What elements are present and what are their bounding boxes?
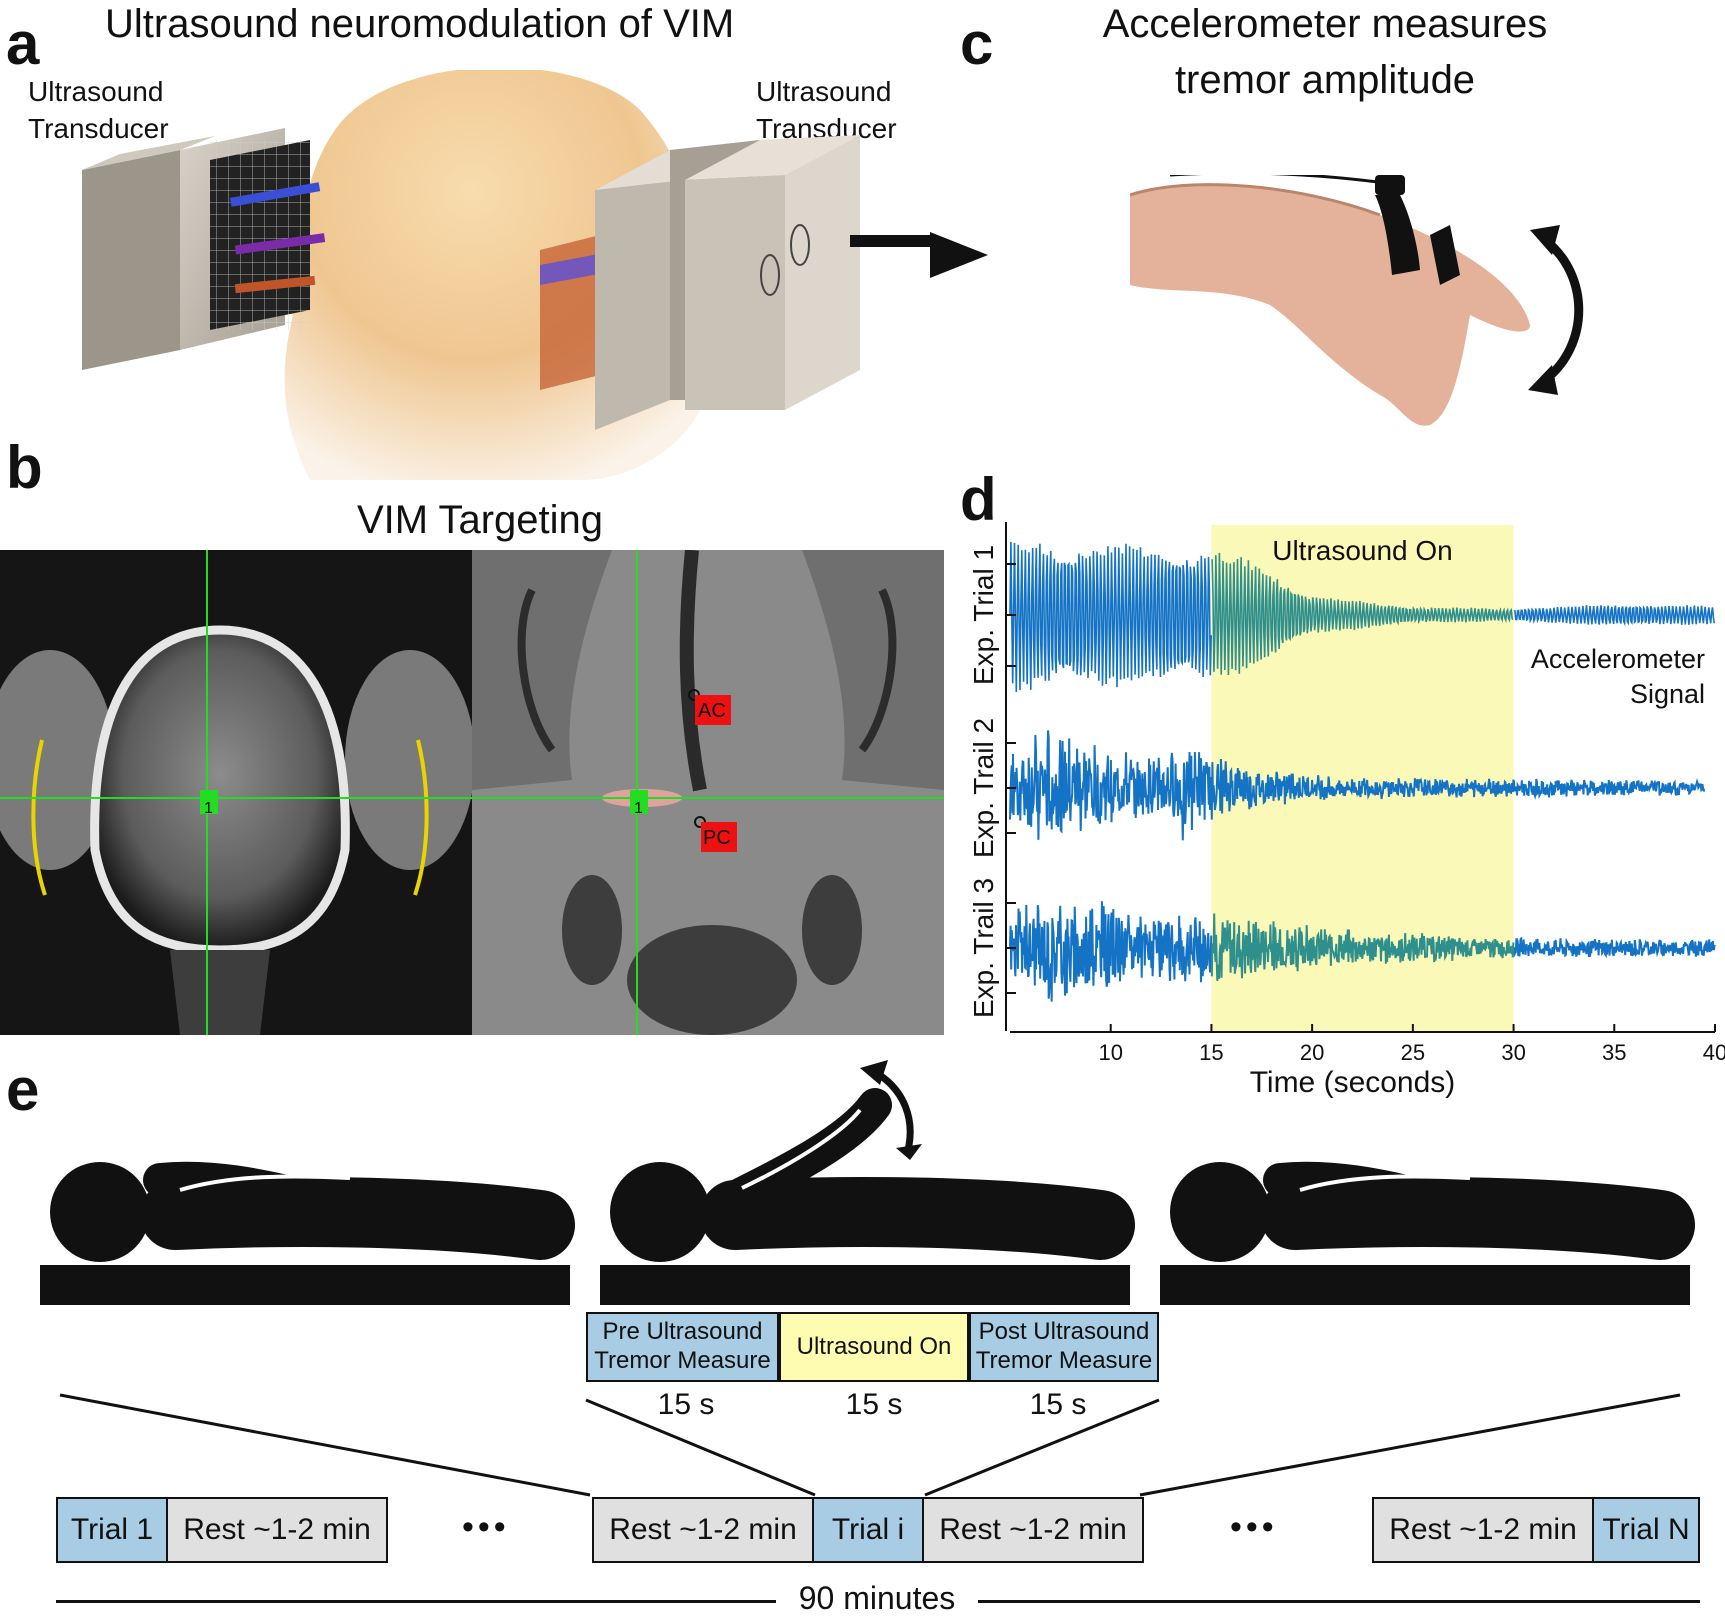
series-3-line-0 [1009,901,1213,1002]
series-3-on-line-0 [1210,913,1515,981]
phase-box-pre: Pre Ultrasound Tremor Measure [586,1312,779,1382]
duration-post: 15 s [1029,1388,1087,1421]
mri-coronal-view [0,550,472,1035]
total-duration-label: 90 minutes [798,1580,956,1616]
patient-resting-right [1160,1161,1695,1305]
patient-resting-left [40,1161,575,1305]
panel-letter-e: e [6,1056,40,1123]
x-tick-label-40: 40 [1703,1040,1725,1065]
series-3-ylabel: Exp. Trail 3 [968,878,999,1018]
timeline-trial-n-label: Trial N [1602,1513,1690,1546]
series-2-ylabel: Exp. Trail 2 [968,718,999,858]
phase-pre-line-1: Pre Ultrasound [602,1318,763,1346]
timeline-rest-1-label: Rest ~1-2 min [183,1513,371,1546]
timeline-rest-1: Rest ~1-2 min [166,1497,388,1563]
timeline-ellipsis-left: ••• [462,1508,510,1546]
timeline-ellipsis-right: ••• [1230,1508,1278,1546]
series-1-line-1 [1513,604,1716,627]
right-transducer-label-1: Ultrasound [756,76,892,107]
total-duration-line-left [56,1600,776,1603]
left-transducer-label-2: Transducer [28,113,169,144]
timeline-trial-1: Trial 1 [56,1497,168,1563]
left-transducer-label-1: Ultrasound [28,76,164,107]
timeline-rest-3: Rest ~1-2 min [922,1497,1144,1563]
series-3-line-1 [1513,936,1716,959]
x-tick-label-20: 20 [1300,1040,1324,1065]
panel-c-title-2: tremor amplitude [1174,58,1476,102]
target-marker-left: 1 [204,800,213,817]
panel-letter-a: a [6,10,40,77]
x-tick-label-35: 35 [1602,1040,1626,1065]
x-tick-label-15: 15 [1199,1040,1223,1065]
zoom-connector-lines [59,1393,1681,1497]
phase-box-post: Post Ultrasound Tremor Measure [969,1312,1159,1382]
accelerometer-signal-label-1: Signal [1630,679,1705,709]
timeline-trial-1-label: Trial 1 [70,1513,154,1546]
x-tick-label-30: 30 [1501,1040,1525,1065]
panel-letter-b: b [6,434,43,501]
series-1-ylabel: Exp. Trial 1 [968,545,999,685]
hand-accelerometer-illustration [1130,175,1530,426]
pc-marker-label: PC [703,827,731,849]
phase-ultrasound-label: Ultrasound On [796,1333,952,1360]
timeline-trial-i-label: Trial i [831,1513,905,1546]
series-1-on-line-0 [1211,552,1514,676]
target-marker-right: 1 [634,800,643,817]
timeline-trial-n: Trial N [1592,1497,1700,1563]
panel-letter-d: d [960,466,997,533]
timeline-trial-i: Trial i [812,1497,924,1563]
accelerometer-signal-label-0: Accelerometer [1531,644,1705,674]
panel-c-title-1: Accelerometer measures [1102,2,1548,46]
tremor-motion-arrow-icon [1528,225,1584,395]
timeline-rest-2: Rest ~1-2 min [592,1497,814,1563]
timeline-rest-3-label: Rest ~1-2 min [939,1513,1127,1546]
x-tick-label-25: 25 [1401,1040,1425,1065]
total-duration-line-right [978,1600,1700,1603]
timeline-rest-4-label: Rest ~1-2 min [1389,1513,1577,1546]
ac-marker-label: AC [698,700,726,722]
arrow-to-hand-icon [930,232,988,278]
x-axis-label: Time (seconds) [1250,1066,1456,1099]
series-2-line-0 [1009,730,1706,841]
duration-pre: 15 s [657,1388,715,1421]
mri-axial-view [472,550,944,1035]
duration-ultrasound: 15 s [845,1388,903,1421]
patient-trial-middle [600,1088,1135,1305]
phase-box-ultrasound: Ultrasound On [779,1312,969,1382]
panel-a-title: Ultrasound neuromodulation of VIM [105,2,735,46]
timeline-rest-2-label: Rest ~1-2 min [609,1513,797,1546]
panel-letter-c: c [960,10,994,77]
panel-b-title: VIM Targeting [356,498,604,542]
head-transducer-illustration [82,70,930,480]
phase-pre-line-2: Tremor Measure [594,1347,771,1374]
accelerometer-chart: Ultrasound On Exp. Trial 1 Exp. Trail 2 Exp… [968,522,1725,1099]
phase-post-line-2: Tremor Measure [975,1347,1153,1374]
patient-silhouettes [40,1088,1695,1305]
series-1-line-0 [1009,541,1212,693]
x-tick-label-10: 10 [1098,1040,1122,1065]
arm-motion-arrow-icon [860,1060,922,1160]
timeline-rest-4: Rest ~1-2 min [1372,1497,1594,1563]
phase-post-line-1: Post Ultrasound [978,1318,1150,1346]
ultrasound-on-label: Ultrasound On [1272,535,1453,566]
